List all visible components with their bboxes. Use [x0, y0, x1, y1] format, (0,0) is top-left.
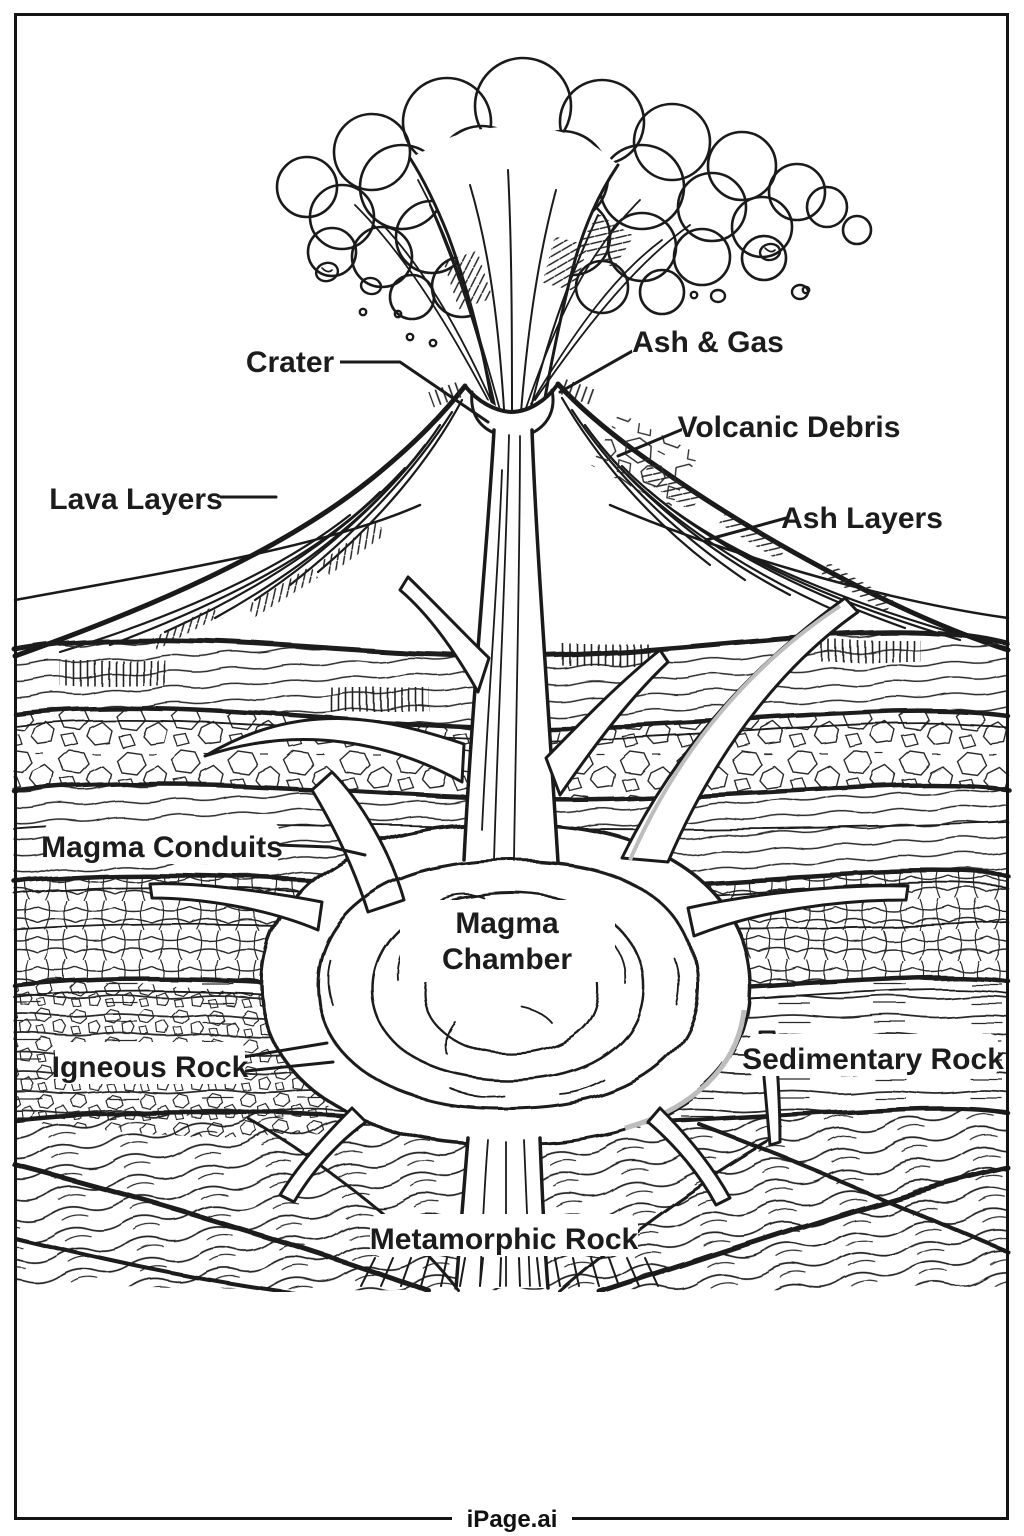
root-spikes [278, 1106, 732, 1207]
labels: Crater Ash & Gas Volcanic Debris Lava La… [41, 318, 1004, 1256]
footer-brand: iPage.ai [467, 1506, 558, 1533]
flank-layer-lines [13, 503, 1010, 620]
leader-igneous-rock-1 [241, 1041, 329, 1059]
crater-rim [463, 382, 560, 414]
label-lava-layers: Lava Layers [49, 483, 222, 516]
volcanic-debris-texture [591, 412, 699, 508]
magma-chamber [260, 822, 752, 1146]
leader-magma-conduits [275, 843, 367, 857]
leader-ash-layers [704, 515, 792, 542]
leader-igneous-rock-2 [244, 1060, 335, 1073]
leader-lines [213, 343, 792, 1073]
eruption-column [354, 126, 691, 430]
right-slope-outline [555, 381, 1011, 653]
label-volcanic-debris: Volcanic Debris [678, 411, 901, 444]
label-ash-layers: Ash Layers [781, 502, 943, 535]
root-fan-hatch [360, 1257, 659, 1287]
branch-shadow [628, 604, 842, 861]
magma-conduit [148, 428, 910, 1147]
chamber-root-conduit [278, 1106, 732, 1290]
label-magma-conduits: Magma Conduits [41, 831, 283, 864]
conduit-streaks [481, 434, 521, 861]
label-ash-gas: Ash & Gas [632, 326, 784, 359]
leader-ash-gas [558, 343, 645, 394]
leader-crater [335, 360, 490, 424]
fault-lines [12, 1118, 1011, 1296]
label-metamorphic-rock: Metamorphic Rock [370, 1223, 639, 1256]
label-crater: Crater [246, 346, 335, 379]
rim-rubble-hatch [558, 378, 598, 406]
label-igneous-rock: Igneous Rock [52, 1051, 249, 1084]
magma-chamber-rings [316, 858, 700, 1110]
conduit-branches [148, 575, 910, 1147]
leader-volcanic-debris [616, 425, 690, 458]
column-hatch-patch [542, 236, 588, 292]
footer-gap [452, 1502, 572, 1536]
bottom-margin [17, 1292, 1006, 1502]
label-magma-chamber-line2: Chamber [442, 943, 572, 976]
column-hatch-patch [443, 250, 493, 310]
label-magma-chamber-line1: Magma [455, 907, 559, 940]
cloud-base-hatch [578, 213, 634, 269]
left-slope-outline [12, 383, 468, 659]
label-sedimentary-rock: Sedimentary Rock [742, 1043, 1004, 1076]
